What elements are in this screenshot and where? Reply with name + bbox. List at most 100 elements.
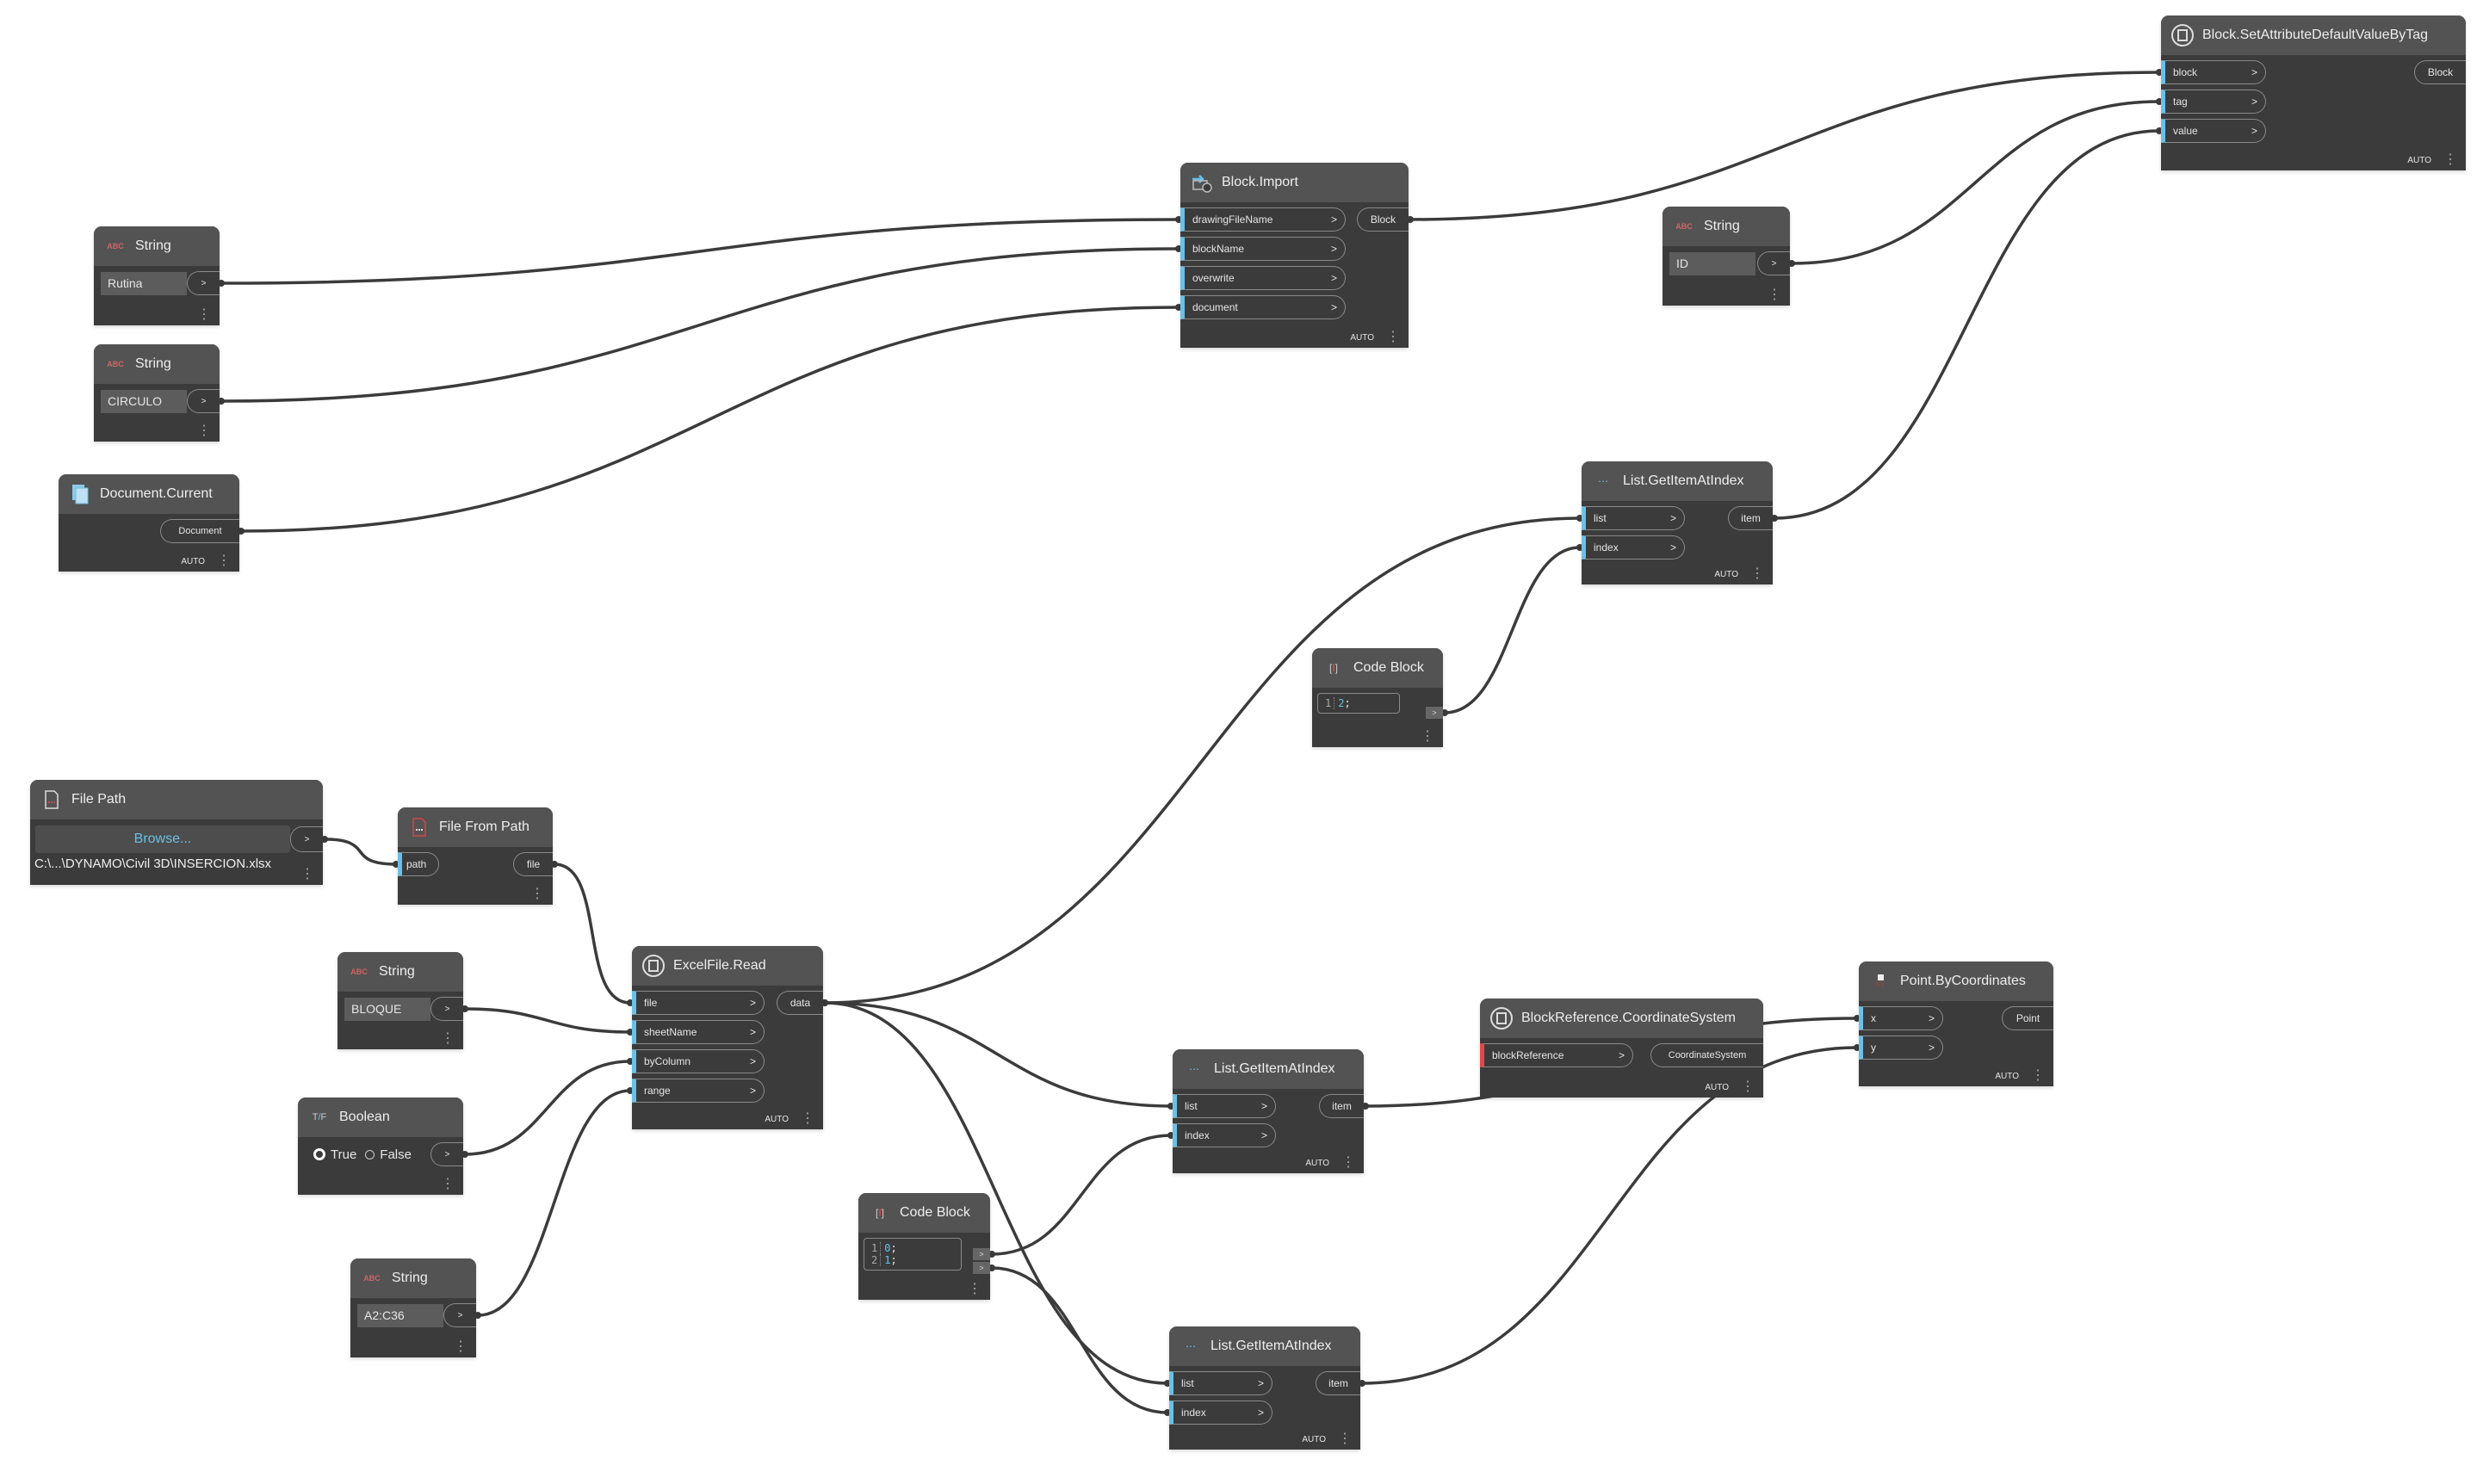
node-excel-file-read[interactable]: ExcelFile.Read file> sheetName> byColumn… (632, 946, 823, 1129)
wire-rutina-out-to-bi-dfn[interactable] (220, 218, 1180, 285)
input-port-list[interactable]: list> (1582, 506, 1685, 530)
input-port-document[interactable]: document> (1180, 295, 1346, 319)
wire-ffp-out-to-ex-file[interactable] (554, 863, 631, 1005)
wire-ex-out-to-lt-list[interactable] (824, 516, 1581, 1005)
radio-true[interactable] (313, 1148, 325, 1160)
wire-id-out-to-sa-tag[interactable] (1791, 100, 2160, 265)
node-menu-button[interactable]: ⋮ (1386, 330, 1400, 344)
output-port-block[interactable]: Block (2414, 60, 2466, 84)
output-port-document[interactable]: Document (160, 519, 239, 543)
node-document-current[interactable]: Document.Current Document AUTO⋮ (59, 474, 239, 572)
input-port-file[interactable]: file> (632, 991, 765, 1015)
output-port[interactable]: > (430, 997, 463, 1021)
input-port-list[interactable]: list> (1169, 1371, 1272, 1395)
output-port[interactable]: > (187, 271, 220, 295)
node-menu-button[interactable]: ⋮ (2031, 1068, 2045, 1083)
node-blockreference-coordinate-system[interactable]: BlockReference.CoordinateSystem blockRef… (1480, 999, 1763, 1098)
node-menu-button[interactable]: ⋮ (300, 867, 314, 881)
string-value-input[interactable]: CIRCULO (101, 389, 187, 413)
node-menu-button[interactable]: ⋮ (197, 424, 211, 438)
output-port[interactable]: > (443, 1303, 476, 1327)
wire-lb-out-to-pt-y[interactable] (1361, 1046, 1858, 1385)
node-menu-button[interactable]: ⋮ (441, 1031, 455, 1046)
wire-fp-out-to-ffp-in[interactable] (324, 838, 397, 866)
node-menu-button[interactable]: ⋮ (441, 1177, 455, 1191)
input-port-drawing-file-name[interactable]: drawingFileName> (1180, 207, 1346, 232)
wire-ex-out-to-lm-list[interactable] (824, 1001, 1172, 1108)
wire-bloque-out-to-ex-sheet[interactable] (464, 1007, 631, 1034)
output-port[interactable]: > (290, 826, 323, 852)
input-port-by-column[interactable]: byColumn> (632, 1049, 765, 1073)
node-menu-button[interactable]: ⋮ (801, 1111, 814, 1126)
wire-doc-out-to-bi-doc[interactable] (240, 306, 1180, 533)
input-port-sheet-name[interactable]: sheetName> (632, 1020, 765, 1044)
node-menu-button[interactable]: ⋮ (2443, 152, 2457, 167)
input-port-path[interactable]: path (398, 852, 439, 876)
output-port-block[interactable]: Block (1357, 207, 1409, 232)
wire-ex-out-to-lb-list[interactable] (824, 1001, 1168, 1385)
input-port-block-reference[interactable]: blockReference> (1480, 1043, 1633, 1067)
node-list-get-item-bottom[interactable]: ⋯List.GetItemAtIndex list> index> item A… (1169, 1326, 1360, 1450)
string-value-input[interactable]: A2:C36 (357, 1303, 443, 1327)
radio-false[interactable] (365, 1149, 375, 1159)
wire-range-out-to-ex-range[interactable] (477, 1089, 631, 1317)
input-port-index[interactable]: index> (1173, 1123, 1276, 1147)
node-menu-button[interactable]: ⋮ (454, 1339, 467, 1354)
node-menu-button[interactable]: ⋮ (530, 887, 544, 901)
wire-ct-out-to-lt-index[interactable] (1444, 546, 1581, 714)
output-port[interactable]: > (187, 389, 220, 413)
node-block-set-attribute[interactable]: Block.SetAttributeDefaultValueByTag bloc… (2161, 15, 2466, 170)
output-port-line-2[interactable]: > (973, 1262, 990, 1274)
input-port-index[interactable]: index> (1169, 1401, 1272, 1425)
output-port-item[interactable]: item (1316, 1371, 1360, 1395)
output-port-file[interactable]: file (513, 852, 553, 876)
node-menu-button[interactable]: ⋮ (1341, 1155, 1355, 1170)
node-menu-button[interactable]: ⋮ (968, 1282, 981, 1296)
input-port-overwrite[interactable]: overwrite> (1180, 266, 1346, 290)
node-menu-button[interactable]: ⋮ (197, 307, 211, 322)
input-port-list[interactable]: list> (1173, 1094, 1276, 1118)
node-menu-button[interactable]: ⋮ (1338, 1431, 1352, 1446)
wire-cb-out2-to-lb-index[interactable] (991, 1266, 1168, 1414)
output-port-coordinate-system[interactable]: CoordinateSystem (1650, 1043, 1763, 1067)
output-port-point[interactable]: Point (2002, 1006, 2053, 1030)
string-value-input[interactable]: Rutina (101, 271, 187, 295)
output-port-data[interactable]: data (777, 991, 823, 1015)
browse-button[interactable]: Browse... (35, 825, 290, 853)
wire-bi-out-to-sa-block[interactable] (1409, 71, 2160, 221)
input-port-x[interactable]: x> (1859, 1006, 1943, 1030)
input-port-y[interactable]: y> (1859, 1036, 1943, 1060)
node-menu-button[interactable]: ⋮ (1421, 729, 1434, 744)
node-menu-button[interactable]: ⋮ (1741, 1079, 1755, 1094)
input-port-range[interactable]: range> (632, 1079, 765, 1103)
input-port-block[interactable]: block> (2161, 60, 2266, 84)
node-list-get-item-mid[interactable]: ⋯List.GetItemAtIndex list> index> item A… (1173, 1049, 1364, 1173)
output-port[interactable]: > (1757, 251, 1790, 275)
input-port-value[interactable]: value> (2161, 119, 2266, 143)
input-port-tag[interactable]: tag> (2161, 90, 2266, 114)
output-port[interactable]: > (1426, 707, 1443, 719)
node-block-import[interactable]: Block.Import drawingFileName> blockName>… (1180, 163, 1409, 348)
wire-cb-out1-to-lm-index[interactable] (991, 1134, 1172, 1256)
wire-bool-out-to-ex-bycol[interactable] (464, 1060, 631, 1156)
output-port-item[interactable]: item (1319, 1094, 1364, 1118)
node-menu-button[interactable]: ⋮ (1750, 566, 1764, 581)
string-value-input[interactable]: BLOQUE (344, 997, 430, 1021)
node-list-get-item-top[interactable]: ⋯List.GetItemAtIndex list> index> item A… (1582, 461, 1773, 584)
wire-lt-out-to-sa-value[interactable] (1774, 129, 2160, 520)
node-menu-button[interactable]: ⋮ (217, 553, 231, 568)
output-port[interactable]: > (430, 1142, 463, 1166)
output-port-item[interactable]: item (1728, 506, 1773, 530)
input-port-block-name[interactable]: blockName> (1180, 237, 1346, 261)
node-menu-button[interactable]: ⋮ (1768, 288, 1781, 302)
